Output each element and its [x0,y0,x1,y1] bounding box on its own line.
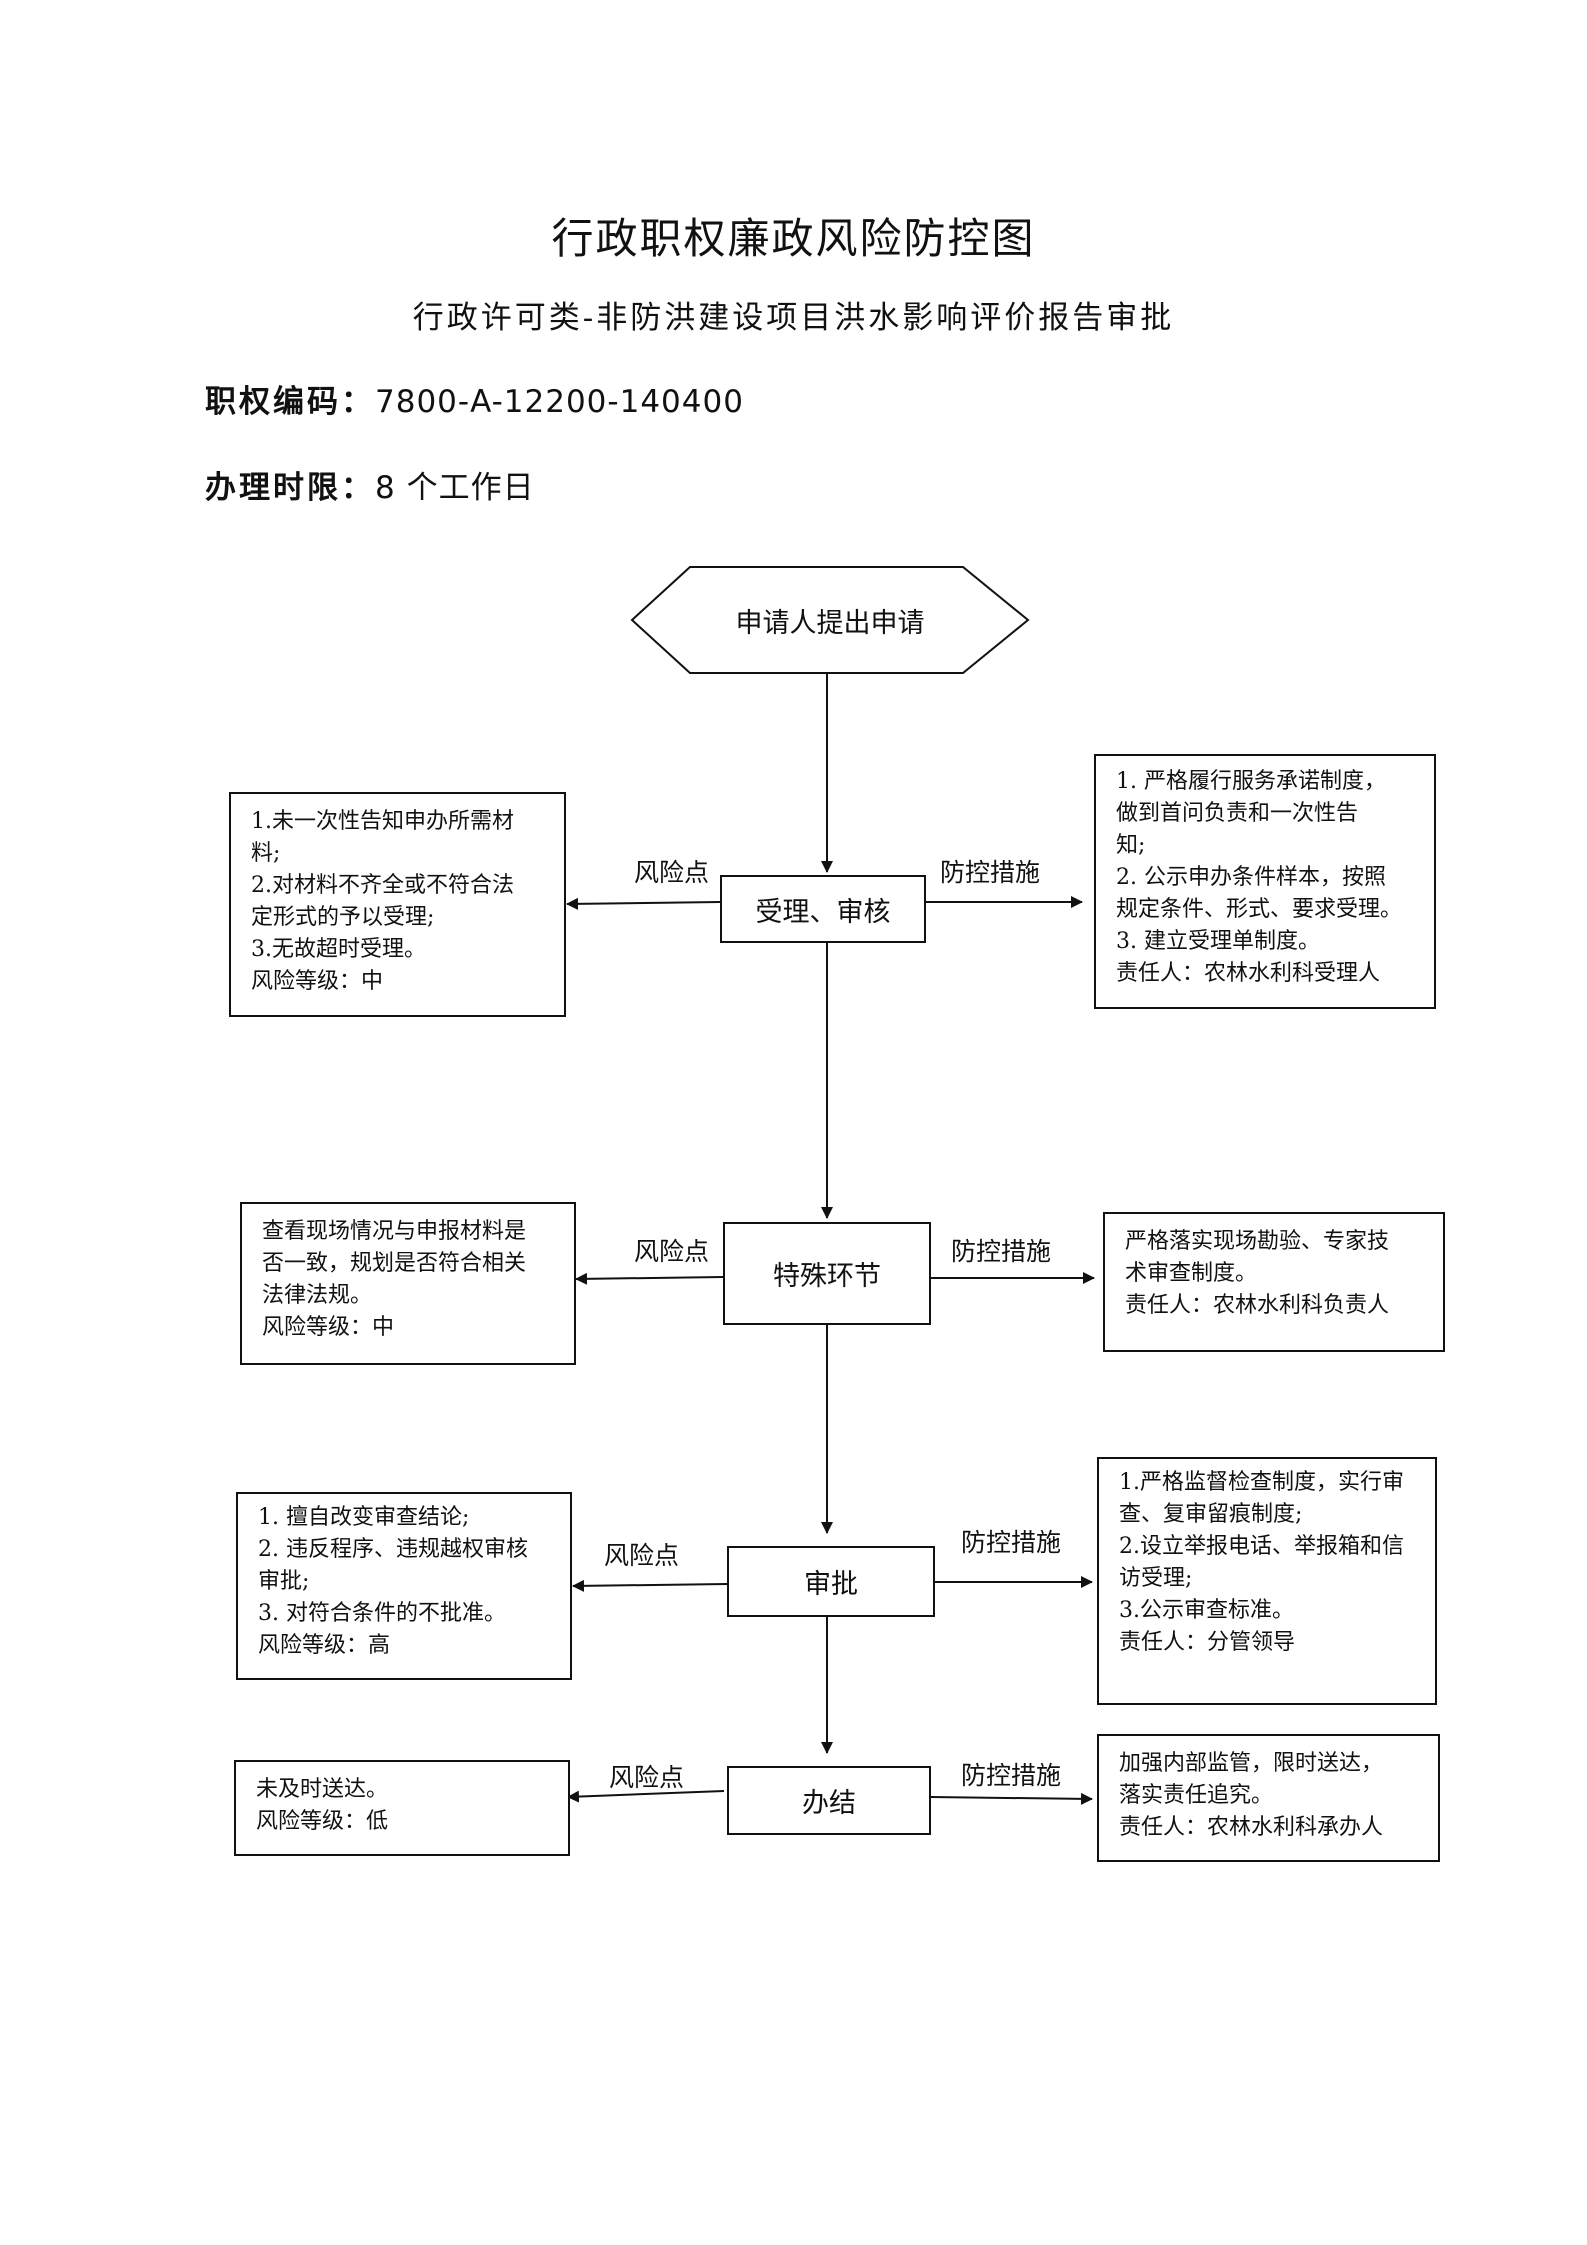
time-limit-value: 8 个工作日 [375,470,535,506]
risk-box-special-stage: 查看现场情况与申报材料是 否一致，规划是否符合相关 法律法规。 风险等级：中 [240,1202,576,1365]
control-box-special-stage: 严格落实现场勘验、专家技 术审查制度。 责任人：农林水利科负责人 [1103,1212,1445,1352]
control-text: 查、复审留痕制度; [1119,1502,1303,1527]
control-measures-label: 防控措施 [961,1528,1062,1557]
risk-text: 审批; [258,1569,310,1594]
control-text: 规定条件、形式、要求受理。 [1116,897,1403,922]
step-label: 特殊环节 [773,1261,881,1292]
processing-time-limit: 办理时限：8 个工作日 [205,462,535,507]
control-text: 3.公示审查标准。 [1119,1598,1294,1623]
process-step-special-stage: 特殊环节 [723,1222,931,1325]
arrow-step1-risk [566,897,721,910]
step-label: 受理、审核 [755,896,891,928]
step-label: 办结 [802,1788,856,1819]
control-text: 2.设立举报电话、举报箱和信 [1119,1534,1404,1559]
authority-code-label: 职权编码： [205,384,375,420]
risk-level: 风险等级：高 [258,1633,391,1658]
start-hexagon [630,566,1030,674]
control-box-acceptance-review: 1. 严格履行服务承诺制度， 做到首问负责和一次性告 知; 2. 公示申办条件样… [1094,754,1436,1009]
authority-code-value: 7800-A-12200-140400 [375,384,744,420]
risk-text: 定形式的予以受理; [251,905,435,930]
authority-code: 职权编码：7800-A-12200-140400 [205,376,744,421]
control-text: 术审查制度。 [1125,1261,1258,1286]
control-text: 访受理; [1119,1566,1193,1591]
risk-box-acceptance-review: 1.未一次性告知申办所需材 料; 2.对材料不齐全或不符合法 定形式的予以受理;… [229,792,566,1017]
arrow-step3-risk [572,1579,728,1592]
risk-text: 2. 违反程序、违规越权审核 [258,1537,528,1562]
page-title: 行政职权廉政风险防控图 [551,214,1036,263]
control-text: 2. 公示申办条件样本，按照 [1116,865,1386,890]
risk-box-completion: 未及时送达。 风险等级：低 [234,1760,570,1856]
control-box-approval: 1.严格监督检查制度，实行审 查、复审留痕制度; 2.设立举报电话、举报箱和信 … [1097,1457,1437,1705]
responsible-person: 责任人：农林水利科负责人 [1125,1293,1390,1318]
arrow-step4-control [930,1792,1093,1805]
control-text: 知; [1116,833,1146,858]
risk-text: 3. 对符合条件的不批准。 [258,1601,506,1626]
control-text: 落实责任追究。 [1119,1783,1274,1808]
control-measures-label: 防控措施 [961,1761,1062,1790]
responsible-person: 责任人：农林水利科受理人 [1116,961,1381,986]
arrow-step4-risk [567,1790,725,1803]
risk-text: 料; [251,841,281,866]
risk-text: 查看现场情况与申报材料是 [262,1219,527,1244]
process-step-acceptance-review: 受理、审核 [720,875,926,943]
control-text: 1.严格监督检查制度，实行审 [1119,1470,1404,1495]
risk-text: 2.对材料不齐全或不符合法 [251,873,514,898]
step-label: 审批 [804,1569,858,1600]
risk-level: 风险等级：低 [256,1809,389,1834]
control-text: 加强内部监管，限时送达， [1119,1751,1384,1776]
arrow-step2-risk [575,1272,724,1285]
control-text: 3. 建立受理单制度。 [1116,929,1320,954]
control-measures-label: 防控措施 [951,1237,1052,1266]
risk-text: 1. 擅自改变审查结论; [258,1505,470,1530]
start-node-label: 申请人提出申请 [735,607,925,639]
risk-point-label: 风险点 [609,1763,685,1792]
responsible-person: 责任人：农林水利科承办人 [1119,1815,1384,1840]
time-limit-label: 办理时限： [205,470,375,506]
risk-text: 3.无故超时受理。 [251,937,426,962]
page-subtitle: 行政许可类-非防洪建设项目洪水影响评价报告审批 [412,300,1175,336]
risk-point-label: 风险点 [634,1237,710,1266]
process-step-approval: 审批 [727,1546,935,1617]
control-text: 做到首问负责和一次性告 [1116,801,1359,826]
control-text: 1. 严格履行服务承诺制度， [1116,769,1386,794]
risk-level: 风险等级：中 [251,969,384,994]
risk-point-label: 风险点 [634,858,710,887]
control-measures-label: 防控措施 [940,858,1041,887]
risk-level: 风险等级：中 [262,1315,395,1340]
risk-box-approval: 1. 擅自改变审查结论; 2. 违反程序、违规越权审核 审批; 3. 对符合条件… [236,1492,572,1680]
control-box-completion: 加强内部监管，限时送达， 落实责任追究。 责任人：农林水利科承办人 [1097,1734,1440,1862]
control-text: 严格落实现场勘验、专家技 [1125,1229,1390,1254]
risk-point-label: 风险点 [604,1541,680,1570]
risk-text: 法律法规。 [262,1283,373,1308]
risk-text: 未及时送达。 [256,1777,389,1802]
responsible-person: 责任人：分管领导 [1119,1630,1296,1655]
risk-text: 1.未一次性告知申办所需材 [251,809,514,834]
process-step-completion: 办结 [727,1766,931,1835]
risk-text: 否一致，规划是否符合相关 [262,1251,527,1276]
start-node: 申请人提出申请 [632,567,1028,673]
